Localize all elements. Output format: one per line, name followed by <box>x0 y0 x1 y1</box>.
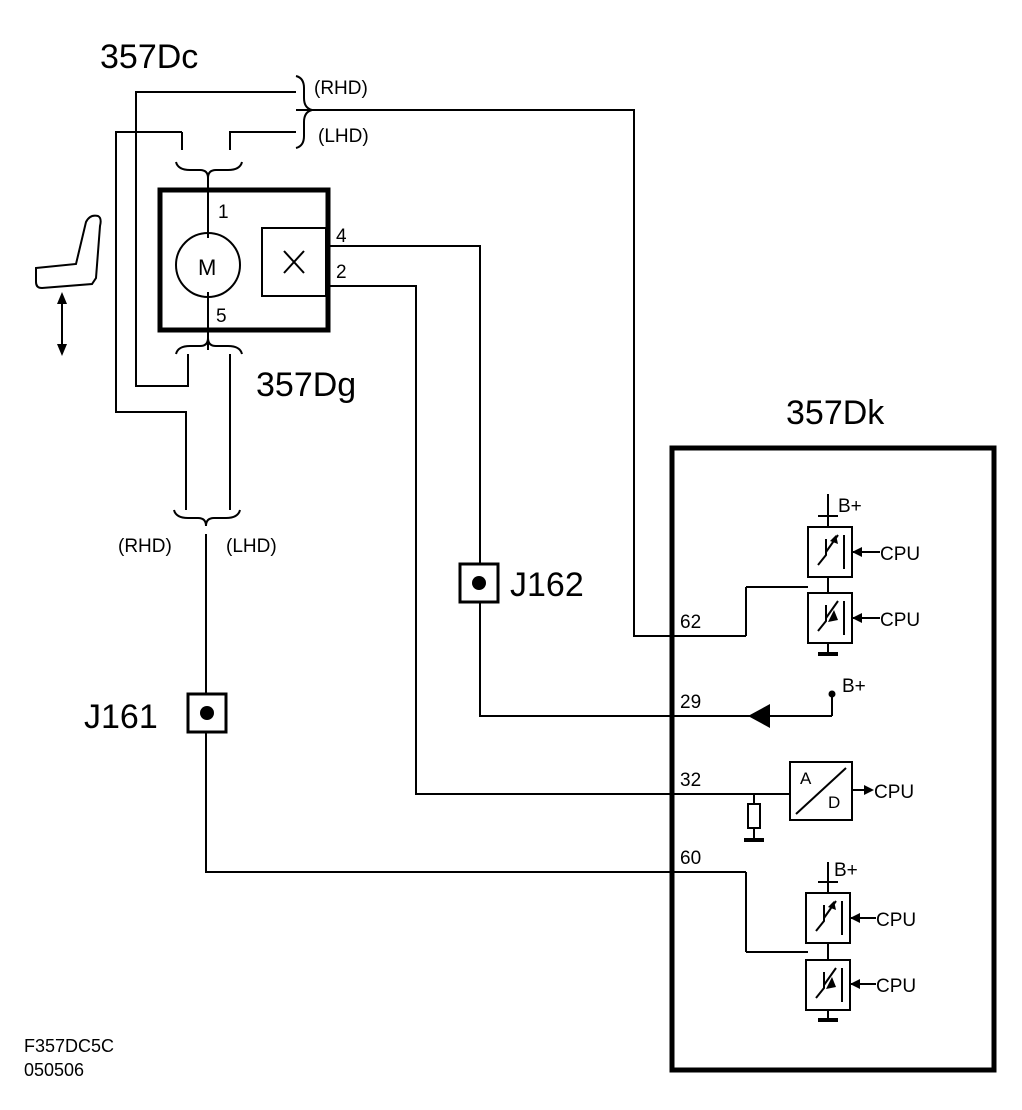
top-rhd-label: (RHD) <box>314 78 368 99</box>
ecu-pin-62: 62 <box>680 612 701 633</box>
high-side-switch-2 <box>805 892 851 944</box>
cpu-label-1: CPU <box>880 544 920 565</box>
ecu-357dk-label: 357Dk <box>786 394 885 432</box>
adc-a-label: A <box>800 769 812 788</box>
bplus-label-3: B+ <box>834 860 858 881</box>
wire-j162-to-29 <box>479 600 672 717</box>
position-sensor <box>261 227 327 297</box>
motor-pin-1: 1 <box>218 202 229 223</box>
motor-pin-5: 5 <box>216 306 227 327</box>
connector-357dc-label: 357Dc <box>100 38 198 76</box>
sensor-pin-2: 2 <box>336 262 347 283</box>
wire-pin4-to-j162 <box>326 245 481 566</box>
lower-connector-brace <box>175 337 243 510</box>
ecu-pin-32: 32 <box>680 770 701 791</box>
junction-j162 <box>458 562 500 604</box>
diode-icon <box>748 704 770 728</box>
bottom-rhd-label: (RHD) <box>118 536 172 557</box>
footer-date: 050506 <box>24 1060 84 1080</box>
bottom-rhd-lhd-brace <box>173 509 241 527</box>
seat-icon <box>35 214 102 290</box>
top-lhd-label: (LHD) <box>318 126 369 147</box>
sensor-pin-4: 4 <box>336 226 347 247</box>
ecu-pin-60: 60 <box>680 848 701 869</box>
pin62-driver <box>672 494 880 656</box>
pin32-adc-input <box>672 761 874 842</box>
connector-357dg-label: 357Dg <box>256 366 356 404</box>
cpu-label-3: CPU <box>874 782 914 803</box>
motor-symbol <box>175 232 241 298</box>
cpu-label-5: CPU <box>876 976 916 997</box>
motor-label: M <box>198 255 216 280</box>
seat-motor-unit <box>157 187 331 333</box>
bplus-label-1: B+ <box>838 496 862 517</box>
bottom-lhd-label: (LHD) <box>226 536 277 557</box>
upper-connector-brace <box>175 132 243 190</box>
wire-rhd-top-to-62 <box>135 91 672 637</box>
high-side-switch-1 <box>807 526 853 578</box>
cpu-label-4: CPU <box>876 910 916 931</box>
top-rhd-lhd-brace <box>295 75 313 149</box>
wire-lhd-top <box>115 131 296 510</box>
wire-j161-to-60 <box>205 732 672 873</box>
sensor-x-icon <box>283 250 305 274</box>
wire-pin2-to-32 <box>326 285 672 795</box>
junction-j161 <box>186 692 228 734</box>
ecu-pin-29: 29 <box>680 692 701 713</box>
adc-d-label: D <box>828 793 840 812</box>
footer-code: F357DC5C <box>24 1036 114 1056</box>
j161-label: J161 <box>84 698 158 736</box>
pin29-input <box>672 690 836 728</box>
cpu-label-2: CPU <box>880 610 920 631</box>
bplus-label-2: B+ <box>842 676 866 697</box>
pin60-driver <box>672 862 876 1022</box>
j162-label: J162 <box>510 566 584 604</box>
up-down-arrow-icon <box>57 292 67 356</box>
ecu-box <box>669 445 997 1073</box>
resistor-icon <box>747 803 761 829</box>
